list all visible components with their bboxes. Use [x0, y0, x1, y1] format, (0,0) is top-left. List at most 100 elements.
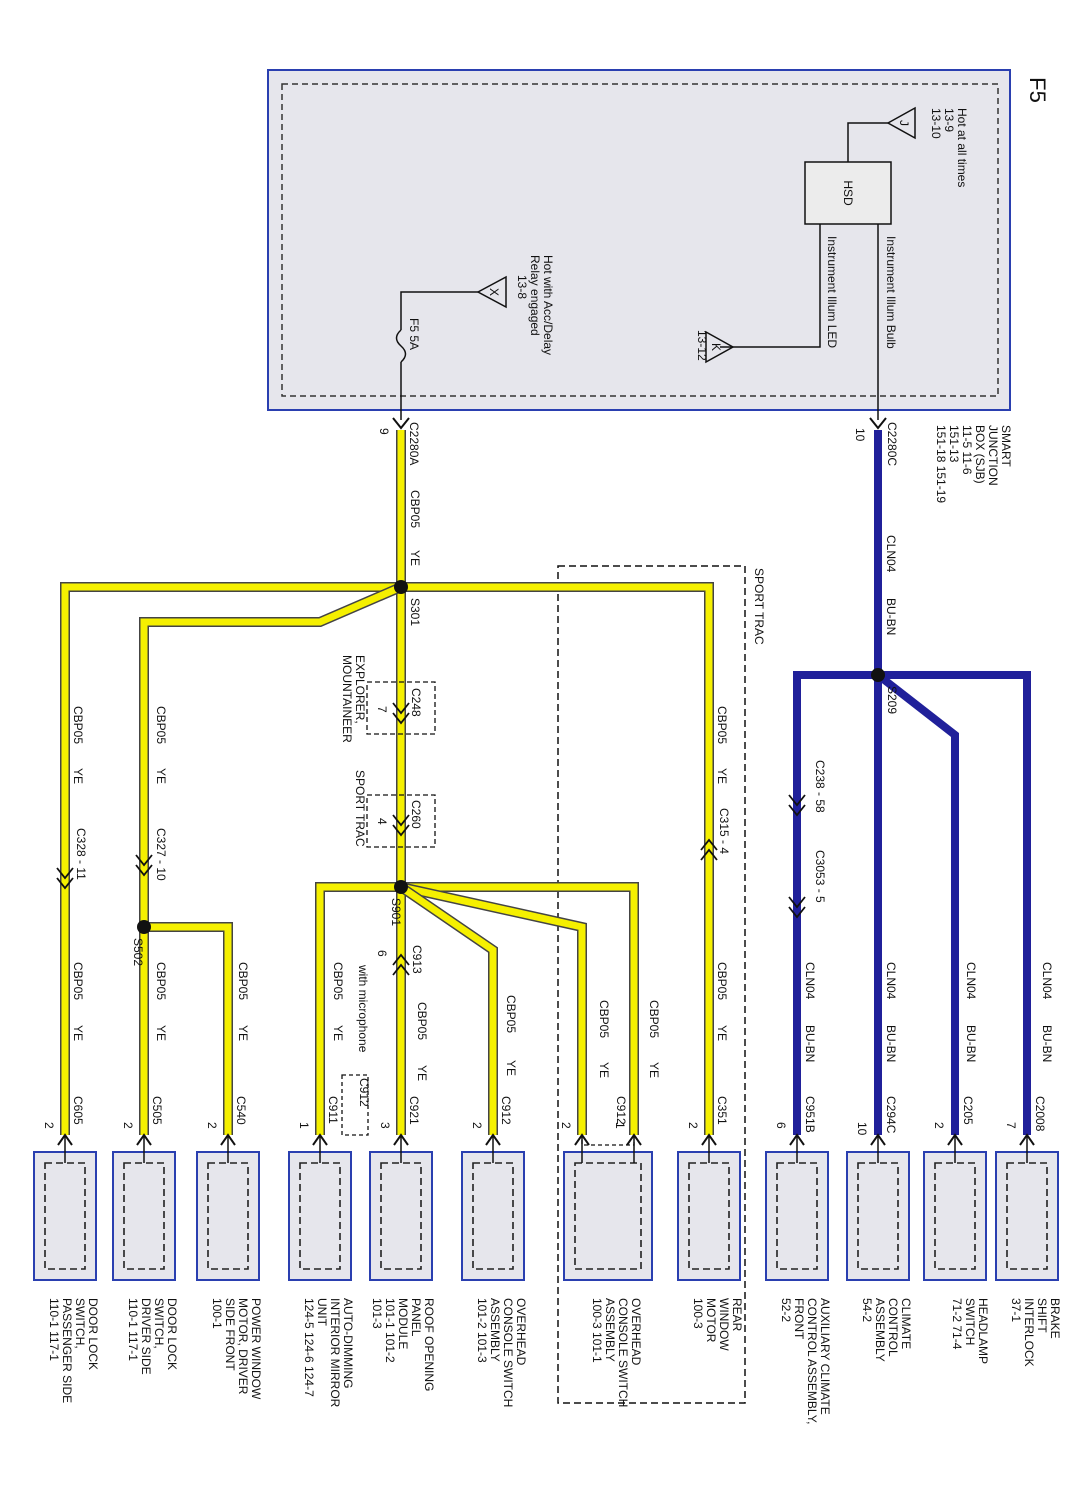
component-name-line: 101-2 101-3 — [475, 1298, 489, 1363]
yellow-to-console-a-pin1 — [401, 882, 639, 1135]
connector-label: C294C — [884, 1096, 898, 1134]
c260-pin: 4 — [375, 818, 389, 825]
svg-text:YE: YE — [154, 1025, 168, 1041]
connector-label: C912 — [614, 1096, 628, 1125]
pin-label: 2 — [205, 1122, 219, 1129]
sport-trac-region — [557, 565, 746, 1404]
component-name-line: OVERHEAD — [514, 1298, 528, 1366]
pin-label: 7 — [1004, 1122, 1018, 1129]
component-name-line: UNIT — [315, 1298, 329, 1327]
component-name-line: MOTOR — [704, 1298, 718, 1343]
connector-label: C921 — [407, 1096, 421, 1125]
s901-label: S901 — [389, 898, 403, 926]
component-name-line: 100-3 101-1 — [590, 1298, 604, 1363]
hot-j-line-2: 13-9 — [942, 108, 956, 132]
hot-at-all-times-feed: J Hot at all times 13-9 13-10 — [847, 106, 969, 187]
s301-label: S301 — [408, 598, 422, 626]
component-name-line: OVERHEAD — [629, 1298, 643, 1366]
component-name-line: ROOF OPENING — [422, 1298, 436, 1391]
connector-label: C951B — [803, 1096, 817, 1133]
splice-s901 — [394, 880, 408, 894]
component-name-line: FRONT — [792, 1298, 806, 1340]
svg-text:YE: YE — [504, 1060, 518, 1076]
instrument-illum-led-label: Instrument Illum LED — [825, 236, 839, 348]
pin-label-2: 1 — [613, 1122, 627, 1129]
connector-label: C351 — [715, 1096, 729, 1125]
hot-x-line-1: Hot with Acc/Delay — [541, 255, 555, 355]
fuse-label: F5 5A — [407, 318, 421, 350]
c2280a-label: C2280A — [407, 422, 421, 465]
yellow-branch-labels: CBP05 YE CBP05 YE CBP05 YE CBP05 YE CBP0… — [71, 706, 729, 1081]
components: C20087BRAKESHIFTINTERLOCK37-1C2052HEADLA… — [33, 1096, 1062, 1425]
blue-to-aux-climate — [793, 671, 878, 1135]
hot-j-line-1: Hot at all times — [955, 108, 969, 187]
connector-label: C505 — [150, 1096, 164, 1125]
svg-text:CBP05: CBP05 — [154, 962, 168, 1000]
component-box — [33, 1151, 97, 1281]
component-name-line: CONSOLE SWITCH — [501, 1298, 515, 1407]
c2280a-pin: 9 — [377, 428, 391, 435]
svg-text:CBP05: CBP05 — [415, 1002, 429, 1040]
hsd-box — [804, 161, 892, 225]
svg-text:YE: YE — [647, 1062, 661, 1078]
component-name-line: 37-1 — [1009, 1298, 1023, 1322]
trunk-blue-color: BU-BN — [884, 598, 898, 635]
svg-text:BU-BN: BU-BN — [884, 1025, 898, 1062]
svg-text:CLN04: CLN04 — [1040, 962, 1054, 1000]
component-name-line: 71-2 71-4 — [950, 1298, 964, 1350]
yellow-to-driver-branch — [139, 582, 403, 1135]
c327-label: C327 - 10 — [154, 828, 168, 881]
svg-text:CBP05: CBP05 — [71, 962, 85, 1000]
component-name-line: CLIMATE — [899, 1298, 913, 1349]
component-name-line: INTERIOR MIRROR — [328, 1298, 342, 1408]
blue-branch-labels: CLN04 BU-BN CLN04 BU-BN CLN04 BU-BN CLN0… — [803, 962, 1054, 1062]
component-box — [369, 1151, 433, 1281]
component-name-line: BRAKE — [1048, 1298, 1062, 1339]
component-box — [563, 1151, 653, 1281]
c2280c-label: C2280C — [885, 422, 899, 466]
svg-text:CBP05: CBP05 — [236, 962, 250, 1000]
c248-note-1: EXPLORER, — [353, 655, 367, 724]
component-box — [765, 1151, 829, 1281]
svg-text:YE: YE — [715, 1025, 729, 1041]
svg-text:CBP05: CBP05 — [647, 1000, 661, 1038]
component-name-line: 100-3 — [691, 1298, 705, 1329]
svg-text:YE: YE — [715, 768, 729, 784]
yellow-to-mirror — [315, 882, 401, 1135]
c238-label: C238 - 58 — [813, 760, 827, 813]
component-name-line: ASSEMBLY — [488, 1298, 502, 1362]
trunk-yellow-color: YE — [408, 550, 422, 566]
instrument-illum-bulb-label: Instrument Illum Bulb — [884, 236, 898, 349]
component-name-line: SWITCH, — [152, 1298, 166, 1349]
acc-delay-feed: X Hot with Acc/Delay Relay engaged 13-8 … — [395, 255, 555, 420]
sjb-ref-2: 151-13 — [947, 425, 961, 463]
component-name-line: ASSEMBLY — [603, 1298, 617, 1362]
svg-text:YE: YE — [154, 768, 168, 784]
component-box — [923, 1151, 987, 1281]
yellow-to-console-b — [398, 882, 498, 1135]
component-name-line: PASSENGER SIDE — [60, 1298, 74, 1403]
c328-label: C328 - 11 — [74, 828, 88, 880]
hot-x-line-3: 13-8 — [515, 275, 529, 299]
component-name-line: 54-2 — [860, 1298, 874, 1322]
pin-label: 2 — [686, 1122, 700, 1129]
yellow-to-door-lock-pass — [60, 582, 401, 1135]
yellow-to-console-a-pin2 — [399, 882, 587, 1135]
component-name-line: 100-1 — [210, 1298, 224, 1329]
hot-x-line-2: Relay engaged — [528, 255, 542, 336]
component-name-line: AUXILIARY CLIMATE — [818, 1298, 832, 1415]
component-name-line: REAR — [730, 1298, 744, 1332]
connector-label: C911 — [326, 1096, 340, 1124]
trunk-blue-circuit: CLN04 — [884, 535, 898, 573]
splice-s209 — [871, 668, 885, 682]
sjb-ref-1: 11-5 11-6 — [960, 425, 974, 475]
svg-text:BU-BN: BU-BN — [1040, 1025, 1054, 1062]
smart-junction-box: J Hot at all times 13-9 13-10 HSD Instru… — [267, 69, 1011, 420]
connector-label: C205 — [961, 1096, 975, 1125]
